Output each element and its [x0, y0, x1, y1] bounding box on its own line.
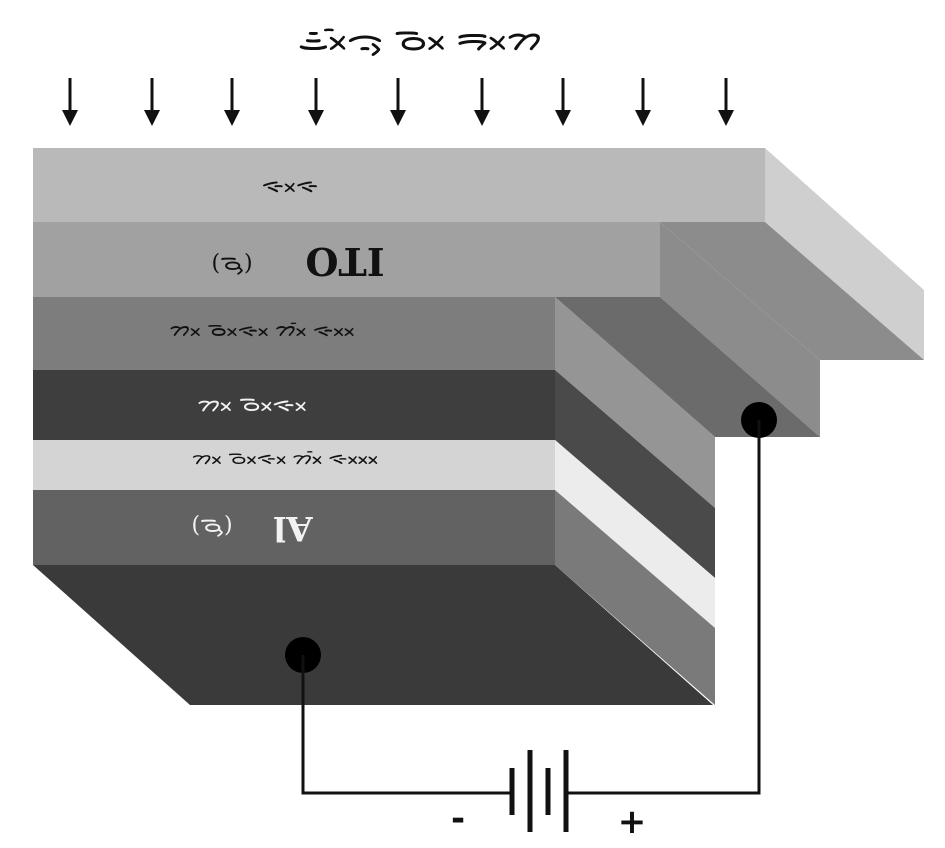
- light-arrow-icon: [62, 78, 78, 126]
- ito-top-step: [660, 222, 924, 360]
- ito-side-face: [660, 222, 820, 437]
- battery-minus-label: -: [451, 799, 465, 839]
- ito-label: ITO: [305, 239, 384, 284]
- layer-ito: [33, 222, 660, 297]
- layer-al-cathode: [33, 490, 555, 565]
- light-arrow-icon: [555, 78, 571, 126]
- light-arrow-icon: [718, 78, 734, 126]
- cathode-wire: [301, 655, 510, 795]
- battery-icon: [509, 750, 569, 832]
- light-arrow-icon: [635, 78, 651, 126]
- light-arrow-icon: [224, 78, 240, 126]
- diagram-title: ᯥᯬᯰᯙᯮ ᯉᯬ ᯒᯬᯂ: [298, 19, 542, 59]
- al-label: Al: [273, 508, 313, 548]
- al-sublabel: (ᯉᯮ): [191, 513, 232, 538]
- layer-hole-transport: [33, 297, 555, 370]
- electron-transport-label: ᯂᯬ ᯉᯬᯐᯬ ᯂᯬᯰ ᯐᯬᯬᯬ: [192, 447, 378, 469]
- emissive-side-face: [555, 370, 715, 578]
- glass-side-face: [765, 148, 924, 360]
- hole-transport-side-face: [555, 297, 715, 508]
- light-arrows: [62, 78, 734, 126]
- etl-side-face: [555, 440, 715, 628]
- layer-emissive: [33, 370, 555, 440]
- hole-transport-label: ᯂᯬ ᯉᯬᯐᯬ ᯂᯬᯰ ᯐᯬᯬ: [169, 317, 354, 341]
- light-arrow-icon: [474, 78, 490, 126]
- light-arrow-icon: [144, 78, 160, 126]
- layer-electron-transport: [33, 440, 555, 490]
- ito-sublabel: (ᯉᯮ): [211, 251, 252, 276]
- light-arrow-icon: [308, 78, 324, 126]
- light-arrow-icon: [390, 78, 406, 126]
- anode-wire: [568, 420, 761, 795]
- emissive-label: ᯂᯬ ᯉᯬᯐᯬ: [197, 392, 306, 417]
- glass-label: ᯐᯬᯐ: [262, 173, 319, 198]
- substrate-top-face: [33, 565, 713, 705]
- al-side-face: [555, 490, 715, 705]
- layer-glass: [33, 148, 765, 222]
- battery-plus-label: +: [618, 802, 647, 842]
- hole-transport-top-step: [555, 297, 820, 437]
